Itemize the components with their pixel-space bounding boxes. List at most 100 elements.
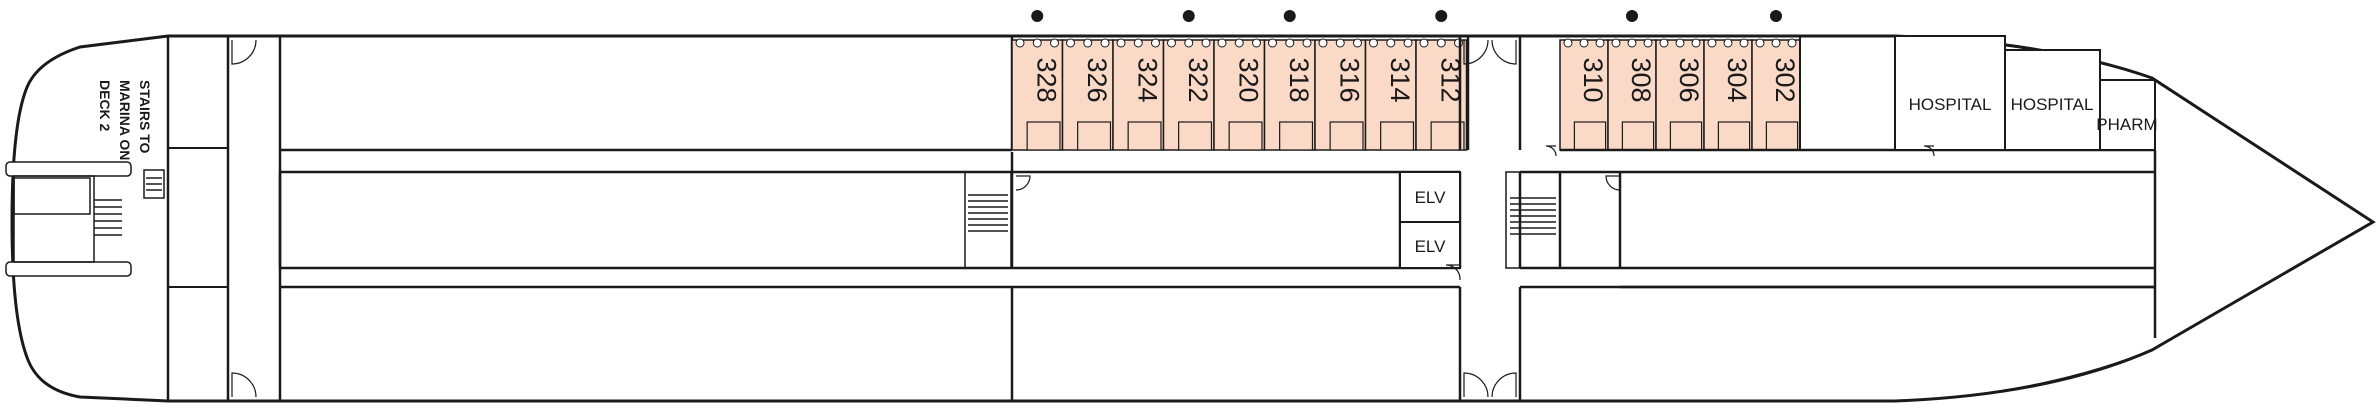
accessible-dot (1770, 10, 1782, 22)
top-corridor-walls (278, 36, 1014, 289)
window-mark (1050, 38, 1059, 48)
cabin-number: 324 (1132, 57, 1162, 102)
window-mark (1755, 38, 1765, 48)
cabin-310: 310 (1559, 38, 1609, 151)
cabin-320: 320 (1213, 38, 1266, 151)
elevator-1: ELV (1399, 171, 1461, 223)
svg-text:ELV: ELV (1415, 188, 1447, 207)
svg-text:ELV: ELV (1415, 237, 1447, 256)
window-mark (1032, 38, 1042, 48)
cabin-bathroom (1621, 121, 1655, 151)
svg-text:STAIRS TO: STAIRS TO (137, 80, 153, 153)
window-mark (1083, 38, 1093, 48)
window-mark (1707, 38, 1717, 48)
window-mark (1659, 38, 1669, 48)
cabin-bathroom (1573, 121, 1607, 151)
window-mark (1201, 38, 1211, 48)
window-mark (1302, 38, 1312, 48)
window-mark (1386, 38, 1396, 48)
window-mark (1595, 38, 1605, 48)
window-mark (1611, 38, 1621, 48)
cabin-number: 302 (1770, 57, 1800, 102)
window-mark (1643, 38, 1653, 48)
window-mark (1234, 38, 1244, 48)
cabin-number: 304 (1722, 57, 1752, 102)
cabin-316: 316 (1314, 38, 1367, 151)
window-mark (1252, 38, 1261, 48)
cabin-number: 328 (1031, 57, 1061, 102)
window-mark (1627, 38, 1637, 48)
midship-stairs (964, 171, 1561, 269)
cabin-bathroom (1765, 121, 1799, 151)
cabin-number: 322 (1183, 57, 1213, 102)
svg-text:PHARM: PHARM (2096, 115, 2157, 134)
window-mark (1268, 38, 1277, 48)
window-mark (1579, 38, 1589, 48)
cabin-318: 318 (1263, 10, 1316, 151)
cabin-bathroom (1077, 121, 1112, 151)
window-mark (1184, 38, 1194, 48)
cabin-number: 318 (1284, 57, 1314, 102)
cabin-number: 316 (1334, 57, 1364, 102)
cabin-bathroom (1026, 121, 1061, 151)
cabin-324: 324 (1112, 38, 1165, 151)
pharmacy-room: PHARM (2096, 79, 2158, 151)
accessible-dot (1626, 10, 1638, 22)
door-swings (231, 39, 1935, 398)
window-mark (1691, 38, 1701, 48)
window-mark (1151, 38, 1160, 48)
cabins-aft-group: 310 308 306 304 302 (1559, 10, 1801, 151)
window-mark (1771, 38, 1781, 48)
window-mark (1369, 38, 1378, 48)
cabin-bathroom (1178, 121, 1213, 151)
cabin-314: 314 (1364, 38, 1417, 151)
cabin-number: 306 (1674, 57, 1704, 102)
cabin-number: 310 (1578, 57, 1608, 102)
window-mark (1675, 38, 1685, 48)
cabin-bathroom (1228, 121, 1263, 151)
window-mark (1353, 38, 1362, 48)
window-mark (1335, 38, 1345, 48)
window-mark (1217, 38, 1227, 48)
cabin-number: 308 (1626, 57, 1656, 102)
hospital-room-1: HOSPITAL (1894, 35, 2006, 151)
cabin-322: 322 (1162, 10, 1215, 151)
cabin-number: 314 (1385, 57, 1415, 102)
cabin-bathroom (1430, 121, 1465, 151)
svg-text:HOSPITAL: HOSPITAL (2011, 95, 2094, 114)
svg-text:HOSPITAL: HOSPITAL (1909, 95, 1992, 114)
cabin-bathroom (1380, 121, 1415, 151)
window-mark (1436, 38, 1446, 48)
accessible-dot (1182, 10, 1195, 22)
cabin-bathroom (1279, 121, 1314, 151)
window-mark (1454, 38, 1463, 48)
window-mark (1787, 38, 1797, 48)
svg-text:DECK 2: DECK 2 (97, 80, 113, 132)
cabin-326: 326 (1061, 38, 1114, 151)
window-mark (1739, 38, 1749, 48)
accessible-dot (1031, 10, 1044, 22)
window-mark (1167, 38, 1176, 48)
cabin-308: 308 (1607, 10, 1657, 151)
cabin-306: 306 (1655, 38, 1705, 151)
cabin-304: 304 (1703, 38, 1753, 151)
window-mark (1563, 38, 1573, 48)
cabin-328: 328 (1011, 10, 1064, 151)
aft-stair-well (5, 161, 165, 277)
accessible-dot (1435, 10, 1448, 22)
window-mark (1285, 38, 1295, 48)
window-mark (1318, 38, 1328, 48)
cabin-number: 320 (1233, 57, 1263, 102)
window-mark (1403, 38, 1413, 48)
window-mark (1066, 38, 1075, 48)
stairs-note: STAIRS TO MARINA ON DECK 2 (97, 80, 153, 160)
accessible-dot (1283, 10, 1296, 22)
cabin-302: 302 (1751, 10, 1801, 151)
window-mark (1116, 38, 1126, 48)
cabin-number: 326 (1082, 57, 1112, 102)
window-mark (1100, 38, 1110, 48)
cabin-bathroom (1329, 121, 1364, 151)
cabin-bathroom (1717, 121, 1751, 151)
